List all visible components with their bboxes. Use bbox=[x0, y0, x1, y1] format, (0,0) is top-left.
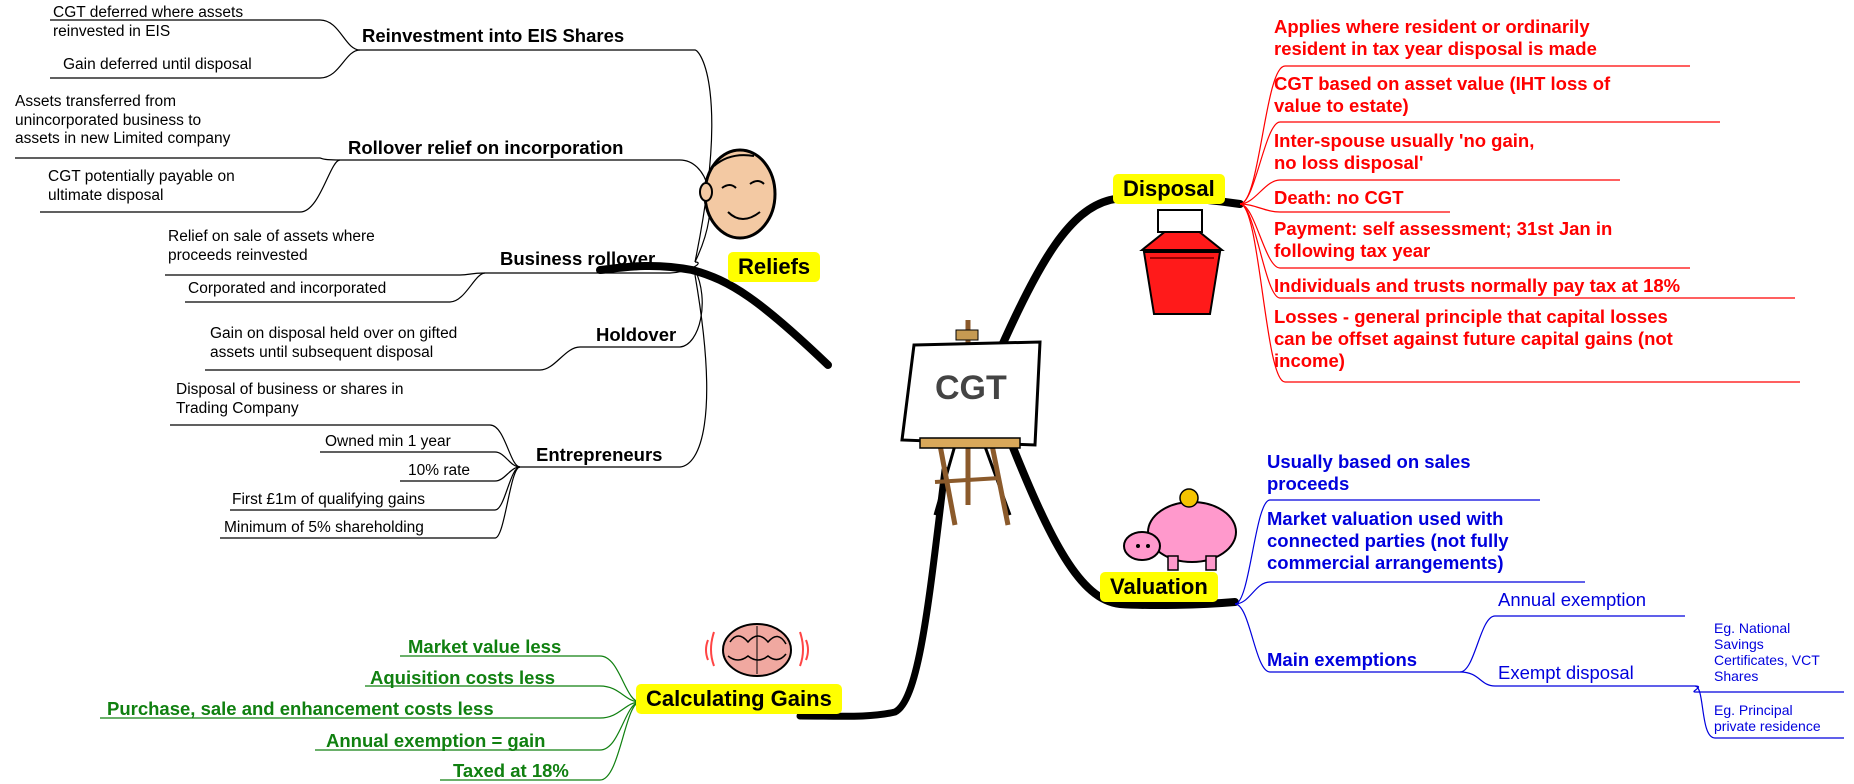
entrepreneurs-item: 10% rate bbox=[408, 462, 471, 479]
eis-item: Gain deferred until disposal bbox=[63, 56, 252, 73]
business-rollover-item: Corporated and incorporated bbox=[188, 280, 387, 297]
entrepreneurs-item: First £1m of qualifying gains bbox=[232, 491, 425, 508]
easel-icon bbox=[900, 320, 1042, 526]
brain-icon bbox=[705, 623, 809, 677]
disposal-item: Applies where resident or ordinarily res… bbox=[1274, 16, 1597, 60]
eis-title: Reinvestment into EIS Shares bbox=[362, 25, 625, 46]
disposal-item: Payment: self assessment; 31st Jan in fo… bbox=[1274, 218, 1613, 262]
valuation-item: Market valuation used with connected par… bbox=[1267, 508, 1509, 574]
business-rollover-item: Relief on sale of assets where proceeds … bbox=[168, 228, 375, 264]
smiling-face-icon bbox=[699, 148, 777, 240]
calculating-item: Purchase, sale and enhancement costs les… bbox=[107, 698, 494, 719]
annual-exemption: Annual exemption bbox=[1498, 589, 1647, 610]
piggy-bank-icon bbox=[1123, 488, 1237, 571]
valuation-header: Valuation bbox=[1100, 572, 1218, 603]
disposal-item: Individuals and trusts normally pay tax … bbox=[1274, 275, 1681, 296]
entrepreneurs-item: Minimum of 5% shareholding bbox=[224, 519, 424, 536]
holdover-item: Gain on disposal held over on gifted ass… bbox=[210, 325, 458, 361]
entrepreneurs-title: Entrepreneurs bbox=[536, 444, 663, 465]
eis-item: CGT deferred where assets reinvested in … bbox=[53, 4, 244, 40]
exempt-disposal-example: Eg. Principal private residence bbox=[1714, 702, 1821, 735]
rollover-item: Assets transferred from unincorporated b… bbox=[15, 93, 231, 148]
center-label: CGT bbox=[935, 369, 1007, 407]
holdover-title: Holdover bbox=[596, 324, 677, 345]
entrepreneurs-item: Owned min 1 year bbox=[325, 433, 451, 450]
disposal-item: Losses - general principle that capital … bbox=[1274, 306, 1673, 372]
calculating-item: Taxed at 18% bbox=[453, 760, 569, 781]
business-rollover-title: Business rollover bbox=[500, 248, 656, 269]
reliefs-header: Reliefs bbox=[728, 252, 821, 283]
branch-reliefs bbox=[596, 261, 832, 369]
calculating-header: Calculating Gains bbox=[636, 684, 842, 715]
disposal-header: Disposal bbox=[1113, 174, 1225, 205]
main-exemptions-title: Main exemptions bbox=[1267, 649, 1418, 670]
calculating-item: Market value less bbox=[408, 636, 562, 657]
valuation-item: Usually based on sales proceeds bbox=[1267, 451, 1471, 495]
exempt-disposal-example: Eg. National Savings Certificates, VCT S… bbox=[1714, 620, 1820, 685]
calculating-item: Annual exemption = gain bbox=[326, 730, 546, 751]
disposal-item: CGT based on asset value (IHT loss of va… bbox=[1274, 73, 1611, 117]
rollover-title: Rollover relief on incorporation bbox=[348, 137, 624, 158]
disposal-item: Death: no CGT bbox=[1274, 187, 1404, 208]
entrepreneurs-item: Disposal of business or shares in Tradin… bbox=[176, 381, 404, 417]
branch-calculating bbox=[796, 466, 949, 720]
calculating-item: Aquisition costs less bbox=[370, 667, 556, 688]
rollover-item: CGT potentially payable on ultimate disp… bbox=[48, 168, 235, 204]
branch-valuation bbox=[1006, 436, 1239, 610]
red-bin-icon bbox=[1139, 209, 1225, 315]
disposal-item: Inter-spouse usually 'no gain, no loss d… bbox=[1274, 130, 1535, 174]
exempt-disposal: Exempt disposal bbox=[1498, 662, 1634, 683]
